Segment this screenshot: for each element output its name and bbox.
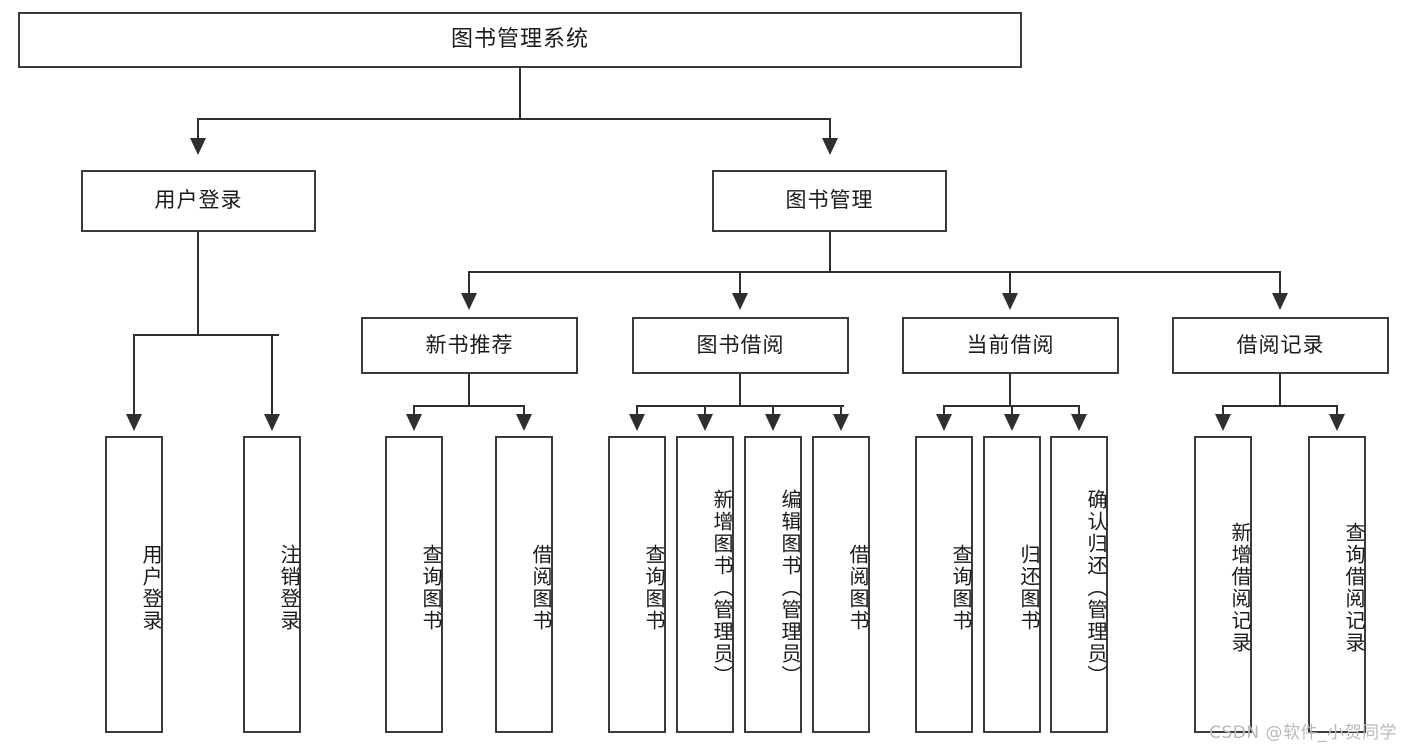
connector-book-borrow-stem xyxy=(739,374,741,406)
connector-book-manage-to-new-book-rec xyxy=(468,271,470,295)
leaf-query-borrow-record[interactable]: 查询借阅记录 xyxy=(1308,436,1366,733)
node-label: 编辑图书（管理员） xyxy=(778,488,802,687)
node-label: 用户登录 xyxy=(154,188,243,213)
connector-current-borrow-to-leaf-3 xyxy=(1078,405,1080,416)
connector-user-login-to-leaf-1 xyxy=(133,334,135,416)
node-book-management[interactable]: 图书管理 xyxy=(712,170,947,232)
connector-book-manage-stem xyxy=(829,232,831,272)
connector-new-book-rec-stem xyxy=(468,374,470,406)
leaf-confirm-return-admin[interactable]: 确认归还（管理员） xyxy=(1050,436,1108,733)
connector-book-manage-to-borrow-record xyxy=(1279,271,1281,295)
connector-user-login-to-leaf-2 xyxy=(271,334,273,416)
arrow-new-book-rec-to-leaf-1 xyxy=(406,414,422,431)
leaf-query-book-borrow[interactable]: 查询图书 xyxy=(608,436,666,733)
connector-book-manage-to-book-borrow xyxy=(739,271,741,295)
leaf-query-book-current[interactable]: 查询图书 xyxy=(915,436,973,733)
arrow-book-borrow-to-leaf-1 xyxy=(629,414,645,431)
node-label: 图书管理系统 xyxy=(450,26,589,52)
leaf-return-book[interactable]: 归还图书 xyxy=(983,436,1041,733)
node-label: 新增图书（管理员） xyxy=(710,488,734,687)
csdn-watermark: CSDN @软件_小贺同学 xyxy=(1209,723,1397,743)
arrow-root-to-user-login xyxy=(190,138,206,155)
arrow-book-borrow-to-leaf-4 xyxy=(833,414,849,431)
connector-book-borrow-to-leaf-2 xyxy=(704,405,706,416)
node-label: 借阅记录 xyxy=(1236,332,1325,357)
connector-new-book-rec-to-leaf-1 xyxy=(413,405,415,416)
node-label: 归还图书 xyxy=(1017,543,1041,632)
leaf-query-book-new-rec[interactable]: 查询图书 xyxy=(385,436,443,733)
arrow-book-manage-to-current-borrow xyxy=(1002,293,1018,310)
connector-book-manage-to-current-borrow xyxy=(1009,271,1011,295)
leaf-user-logout[interactable]: 注销登录 xyxy=(243,436,301,733)
connector-root-stem xyxy=(519,68,521,118)
arrow-current-borrow-to-leaf-3 xyxy=(1071,414,1087,431)
connector-book-borrow-to-leaf-3 xyxy=(772,405,774,416)
node-label: 借阅图书 xyxy=(529,543,553,632)
connector-user-login-bar xyxy=(133,334,279,336)
node-borrow-record[interactable]: 借阅记录 xyxy=(1172,317,1389,374)
node-label: 当前借阅 xyxy=(966,332,1055,357)
connector-new-book-rec-to-leaf-2 xyxy=(523,405,525,416)
node-label: 查询图书 xyxy=(949,543,973,632)
node-label: 借阅图书 xyxy=(846,543,870,632)
connector-current-borrow-to-leaf-2 xyxy=(1011,405,1013,416)
arrow-borrow-record-to-leaf-1 xyxy=(1215,414,1231,431)
connector-current-borrow-to-leaf-1 xyxy=(943,405,945,416)
arrow-book-manage-to-new-book-rec xyxy=(461,293,477,310)
leaf-add-book-admin[interactable]: 新增图书（管理员） xyxy=(676,436,734,733)
arrow-book-borrow-to-leaf-3 xyxy=(765,414,781,431)
arrow-book-manage-to-borrow-record xyxy=(1272,293,1288,310)
connector-book-borrow-to-leaf-1 xyxy=(636,405,638,416)
connector-root-bar xyxy=(197,118,831,120)
node-label: 图书管理 xyxy=(785,188,874,213)
node-label: 查询图书 xyxy=(642,543,666,632)
node-label: 新书推荐 xyxy=(425,332,514,357)
connector-borrow-record-stem xyxy=(1279,374,1281,406)
connector-borrow-record-to-leaf-1 xyxy=(1222,405,1224,416)
connector-book-borrow-bar xyxy=(636,405,844,407)
node-root-book-management-system[interactable]: 图书管理系统 xyxy=(18,12,1022,68)
node-label: 查询图书 xyxy=(419,543,443,632)
connector-book-borrow-to-leaf-4 xyxy=(840,405,842,416)
arrow-user-login-to-leaf-2 xyxy=(264,414,280,431)
connector-book-manage-bar xyxy=(468,271,1280,273)
connector-new-book-rec-bar xyxy=(413,405,525,407)
node-label: 新增借阅记录 xyxy=(1228,521,1252,654)
arrow-new-book-rec-to-leaf-2 xyxy=(516,414,532,431)
connector-user-login-stem xyxy=(197,232,199,335)
arrow-book-manage-to-book-borrow xyxy=(732,293,748,310)
connector-current-borrow-stem xyxy=(1009,374,1011,406)
connector-borrow-record-bar xyxy=(1222,405,1338,407)
arrow-borrow-record-to-leaf-2 xyxy=(1329,414,1345,431)
node-new-book-recommendation[interactable]: 新书推荐 xyxy=(361,317,578,374)
leaf-edit-book-admin[interactable]: 编辑图书（管理员） xyxy=(744,436,802,733)
leaf-borrow-book-borrow[interactable]: 借阅图书 xyxy=(812,436,870,733)
arrow-current-borrow-to-leaf-2 xyxy=(1004,414,1020,431)
arrow-book-borrow-to-leaf-2 xyxy=(697,414,713,431)
arrow-current-borrow-to-leaf-1 xyxy=(936,414,952,431)
arrow-user-login-to-leaf-1 xyxy=(126,414,142,431)
leaf-add-borrow-record[interactable]: 新增借阅记录 xyxy=(1194,436,1252,733)
connector-root-to-user-login xyxy=(197,118,199,140)
arrow-root-to-book-manage xyxy=(822,138,838,155)
node-book-borrow[interactable]: 图书借阅 xyxy=(632,317,849,374)
node-label: 确认归还（管理员） xyxy=(1084,488,1108,687)
node-label: 图书借阅 xyxy=(696,332,785,357)
connector-borrow-record-to-leaf-2 xyxy=(1336,405,1338,416)
node-label: 查询借阅记录 xyxy=(1342,521,1366,654)
leaf-borrow-book-new-rec[interactable]: 借阅图书 xyxy=(495,436,553,733)
leaf-user-login[interactable]: 用户登录 xyxy=(105,436,163,733)
connector-root-to-book-manage xyxy=(829,118,831,140)
node-label: 注销登录 xyxy=(277,543,301,632)
node-user-login[interactable]: 用户登录 xyxy=(81,170,316,232)
node-label: 用户登录 xyxy=(139,543,163,632)
node-current-borrow[interactable]: 当前借阅 xyxy=(902,317,1119,374)
